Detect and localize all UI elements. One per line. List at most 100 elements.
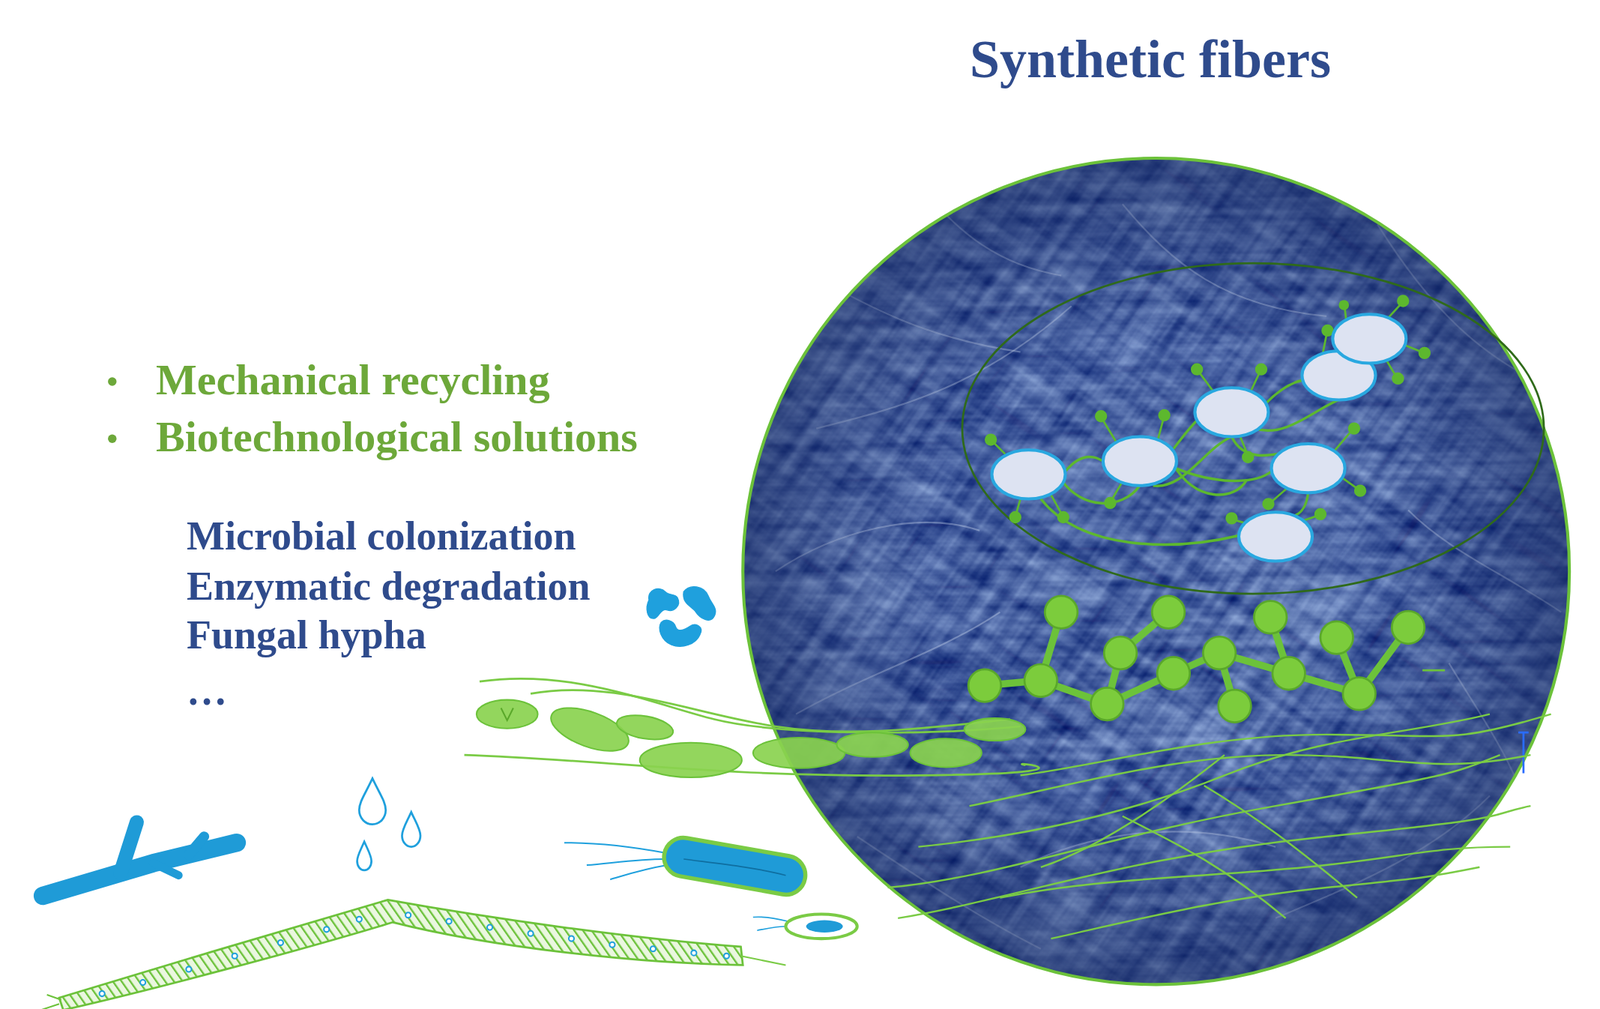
surface-stalks-part [1191,364,1203,375]
surface-stalks-part [1159,409,1170,421]
network-links-part [1173,418,1200,449]
water-drops-part [358,777,386,824]
striped-hypha-part [99,912,730,996]
surface-stalks-part [1016,499,1020,514]
striped-hypha [40,899,786,1009]
surface-stalks-part [1339,300,1349,309]
fiber-photo-part-part [438,0,1600,1009]
bacterium-small-part [785,913,857,939]
surface-stalks-part [1103,420,1118,444]
cell-chain-part [501,708,514,721]
polymer-chain-part-part [1218,689,1252,723]
water-drops-part [357,841,372,871]
surface-stalks-part [1010,511,1021,523]
enzyme-icon-part [683,586,716,621]
surface-stalks-part [1393,373,1404,384]
cell-ellipses-part [991,449,1065,499]
text-slot: Mechanical recycling [155,351,551,409]
polymer-chain-part-part [1253,601,1287,635]
surface-stalks-part [1404,344,1420,351]
striped-hypha-part-part [609,942,615,948]
list-item: … [186,666,228,716]
striped-hypha-part-part [140,979,146,985]
fungal-branch-part [152,862,179,875]
text-slot: Enzymatic degradation [186,561,590,611]
diagram-title: Synthetic fibers [850,30,1451,88]
list-item: Enzymatic degradation [186,561,590,611]
polymer-chain-part-part [1391,610,1425,644]
network-links-part [1173,466,1272,481]
surface-stalks-part [1242,451,1254,463]
bacterium-large-part [660,834,809,898]
polymer-chain-part-part [1320,621,1354,655]
hyphal-strands-part [897,805,1531,919]
bullet-item: Biotechnological solutions [155,408,638,466]
striped-hypha-part [741,955,787,965]
water-drops-part [401,811,421,847]
surface-stalks-part [1226,513,1238,524]
polymer-chain-part-part [968,669,1002,703]
tick-mark [1422,669,1445,672]
list-item: Microbial colonization [186,511,576,561]
fungal-branch-part [120,822,138,874]
bacterium-large-part-part [586,858,666,865]
cell-chain [464,678,1040,778]
fiber-photo-part [438,0,1600,1009]
striped-hypha-part-part [232,953,238,959]
hyphal-strands-part [1204,785,1358,898]
striped-hypha-part [59,899,743,1009]
magnifier-circle [742,158,1570,984]
text-slot: Fungal hypha [186,610,427,660]
bacterium-small [753,913,858,939]
hyphal-strands-part [969,754,1532,806]
enzyme-icon-part [659,619,701,646]
cell-ellipses-part [1103,436,1177,485]
surface-stalks-part [1058,511,1069,523]
fiber-photo-part-part [438,0,1600,1009]
surface-stalks-part [1348,423,1360,434]
bullet-dots-part [107,376,117,386]
polymer-chain-part-part [1103,636,1137,670]
bacterium-large-part-part [564,842,666,853]
surface-stalks-part [1095,410,1107,422]
bacterium-large-part-part [610,864,667,880]
bacterium-small-part-part [753,916,788,922]
network-links-part [1173,463,1248,495]
hyphal-strands-part [918,714,1490,847]
striped-hypha-part-part [568,936,575,942]
fungal-branch-part [188,836,204,855]
fiber-photo-part [742,158,1570,984]
striped-hypha-part-part [446,918,452,924]
fungal-branch-part [42,842,237,896]
surface-stalks-part [1315,508,1326,520]
polymer-chain-part-part [1151,595,1185,629]
list-item: Fungal hypha [186,610,427,660]
cell-ellipses-part [1238,511,1313,561]
bullet-dots [107,376,117,443]
text-slot: Biotechnological solutions [155,408,638,466]
fiber-photo [438,0,1600,1009]
striped-hypha-part-part [278,939,284,946]
cell-chain-part-part [964,717,1026,741]
bacterium-small-part-part [756,926,788,931]
striped-hypha-part-part [723,953,730,959]
striped-hypha-part-part [185,965,192,972]
enzyme-icon [646,586,716,647]
network-links-part [1040,499,1239,545]
hyphal-strands-part [1020,714,1552,776]
hyphal-strands-part [1122,816,1286,919]
bacterium-small-part [806,920,844,933]
fiber-photo-part [438,0,1600,1009]
zoom-ellipse [962,263,1544,594]
striped-hypha-part-part [690,950,697,956]
scale-bar [1518,732,1529,773]
polymer-chain-part-part [1157,656,1191,690]
striped-hypha-part-part [405,912,411,918]
surface-stalks-part [1112,481,1123,499]
striped-hypha-part-part [356,916,362,922]
hyphal-strands-part [1040,754,1225,868]
bacterium-large-part [564,842,668,880]
bacterium-large-part [683,858,786,876]
hyphal-strands [888,714,1552,939]
